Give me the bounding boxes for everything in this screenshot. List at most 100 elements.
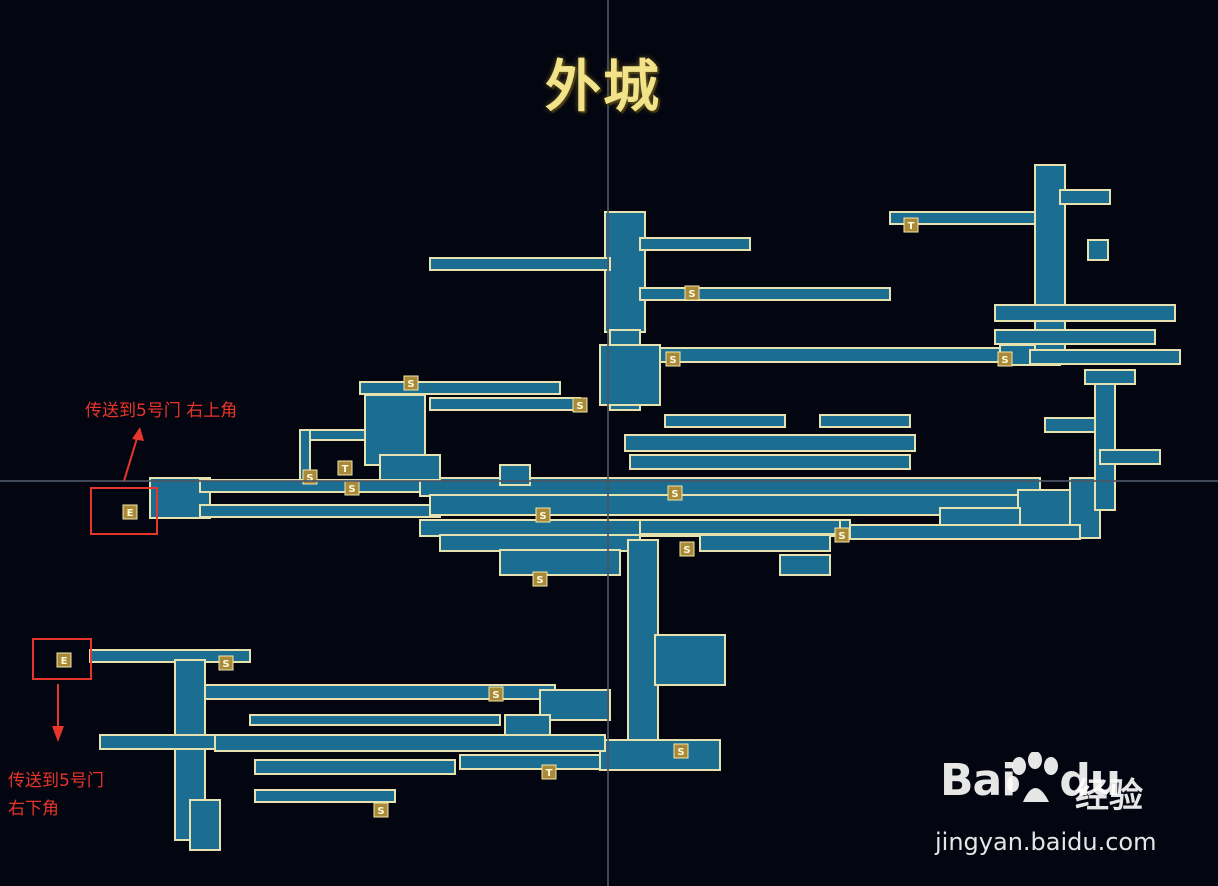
- corridor-segment: [654, 634, 726, 686]
- corridor-segment: [1059, 189, 1111, 205]
- corridor-segment: [994, 329, 1156, 345]
- lower-arrow-icon: [52, 684, 64, 742]
- save-marker[interactable]: S: [344, 480, 360, 496]
- entrance-marker[interactable]: E: [122, 504, 138, 520]
- corridor-segment: [539, 689, 611, 721]
- corridor-segment: [1017, 489, 1079, 531]
- entrance-marker[interactable]: E: [56, 652, 72, 668]
- corridor-segment: [304, 429, 366, 441]
- marker-letter: S: [838, 531, 845, 542]
- baidu-url: jingyan.baidu.com: [935, 828, 1157, 856]
- upper-teleport-note: 传送到5号门 右上角: [85, 401, 238, 421]
- corridor-segment: [629, 454, 911, 470]
- corridor-segment: [639, 237, 751, 251]
- save-marker[interactable]: S: [684, 285, 700, 301]
- marker-letter: S: [377, 806, 384, 817]
- marker-letter: S: [536, 575, 543, 586]
- corridor-segment: [994, 304, 1176, 322]
- corridor-segment: [439, 534, 641, 552]
- corridor-segment: [364, 394, 426, 466]
- marker-letter: S: [576, 401, 583, 412]
- corridor-segment: [604, 211, 646, 333]
- corridor-segment: [1029, 349, 1181, 365]
- corridor-segment: [779, 554, 831, 576]
- marker-letter: E: [127, 508, 134, 519]
- save-marker[interactable]: S: [667, 485, 683, 501]
- marker-letter: S: [539, 511, 546, 522]
- save-marker[interactable]: S: [532, 571, 548, 587]
- lower-teleport-note-line2: 右下角: [8, 799, 59, 819]
- marker-letter: S: [222, 659, 229, 670]
- marker-letter: S: [683, 545, 690, 556]
- corridor-segment: [199, 504, 441, 518]
- baidu-jingyan-label: 经验: [1075, 776, 1143, 816]
- corridor-segment: [599, 344, 661, 406]
- crosshair-horizontal: [0, 480, 1218, 482]
- corridor-segment: [254, 759, 456, 775]
- baidu-paw-icon: [1007, 752, 1058, 802]
- corridor-segment: [459, 754, 601, 770]
- corridor-segment: [1044, 417, 1096, 433]
- marker-letter: S: [407, 379, 414, 390]
- marker-letter: S: [677, 747, 684, 758]
- corridor-segment: [699, 534, 831, 552]
- corridor-segment: [504, 714, 551, 736]
- corridor-segment: [627, 539, 659, 771]
- save-marker[interactable]: S: [403, 375, 419, 391]
- corridor-segment: [1099, 449, 1161, 465]
- corridor-segment: [599, 739, 721, 771]
- marker-letter: S: [1001, 355, 1008, 366]
- marker-letter: S: [669, 355, 676, 366]
- marker-letter: E: [61, 656, 68, 667]
- corridor-segment: [1087, 239, 1109, 261]
- marker-letter: S: [688, 289, 695, 300]
- marker-letter: S: [348, 484, 355, 495]
- save-marker[interactable]: S: [535, 507, 551, 523]
- corridor-segment: [639, 287, 891, 301]
- marker-letter: T: [342, 464, 349, 475]
- crosshair-vertical: [607, 0, 609, 886]
- corridor-segment: [1094, 369, 1116, 511]
- save-marker[interactable]: S: [673, 743, 689, 759]
- corridor-segment: [214, 734, 606, 752]
- corridor-segment: [639, 519, 841, 535]
- corridor-segment: [429, 257, 611, 271]
- corridor-segment: [359, 381, 561, 395]
- map-title: 外城: [545, 54, 661, 120]
- corridor-segment: [254, 789, 396, 803]
- corridor-segment: [499, 464, 531, 486]
- marker-letter: S: [306, 473, 313, 484]
- teleport-marker[interactable]: T: [541, 764, 557, 780]
- save-marker[interactable]: S: [488, 686, 504, 702]
- corridor-segment: [819, 414, 911, 428]
- teleport-marker[interactable]: T: [337, 460, 353, 476]
- save-marker[interactable]: S: [572, 397, 588, 413]
- lower-entrance-highlight: [32, 638, 92, 680]
- corridor-segment: [849, 524, 1081, 540]
- corridor-segment: [624, 434, 916, 452]
- upper-arrow-icon: [123, 427, 144, 482]
- save-marker[interactable]: S: [679, 541, 695, 557]
- upper-entrance-highlight: [90, 487, 158, 535]
- corridor-segment: [189, 799, 221, 851]
- marker-letter: T: [908, 221, 915, 232]
- corridor-segment: [99, 734, 221, 750]
- corridor-segment: [889, 211, 1036, 225]
- corridor-segment: [429, 397, 581, 411]
- corridor-segment: [379, 454, 441, 481]
- corridor-segment: [664, 414, 786, 428]
- save-marker[interactable]: S: [834, 527, 850, 543]
- save-marker[interactable]: S: [665, 351, 681, 367]
- marker-letter: T: [546, 768, 553, 779]
- baidu-logo-prefix: Bai: [940, 755, 1016, 806]
- save-marker[interactable]: S: [373, 802, 389, 818]
- baidu-logo-suffix: du: [1059, 755, 1121, 806]
- teleport-marker[interactable]: T: [903, 217, 919, 233]
- marker-letter: S: [492, 690, 499, 701]
- save-marker[interactable]: S: [218, 655, 234, 671]
- corridor-segment: [249, 714, 501, 726]
- corridor-segment: [659, 347, 1001, 363]
- save-marker[interactable]: S: [997, 351, 1013, 367]
